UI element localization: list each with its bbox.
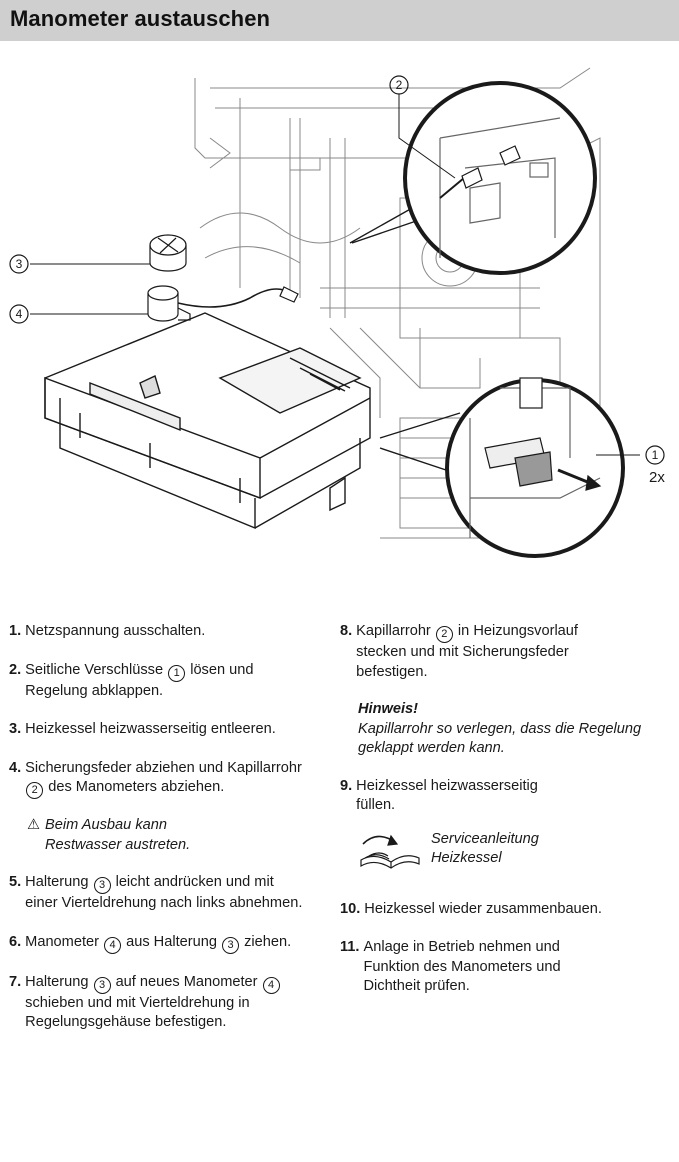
svg-text:4: 4	[16, 307, 23, 321]
callout-4: 4	[9, 304, 29, 324]
callout-3: 3	[9, 254, 29, 274]
ref-circle: 3	[222, 936, 240, 954]
ref-circle: 2	[435, 626, 453, 643]
step-8: 8. Kapillarrohr 2 in Heizungsvorlauf ste…	[340, 623, 578, 680]
step-10: 10. Heizkessel wieder zusammenbauen.	[340, 900, 602, 917]
svg-text:3: 3	[16, 257, 23, 271]
hint-note: Hinweis! Kapillarrohr so verlegen, dass …	[358, 700, 658, 759]
ref-circle: 3	[93, 877, 111, 894]
step-6: 6. Manometer 4 aus Halterung 3 ziehen.	[9, 933, 309, 954]
step-5: 5. Halterung 3 leicht andrücken und mit …	[9, 874, 303, 911]
callout-leaders	[30, 94, 640, 456]
manometer-parts	[147, 234, 299, 322]
ref-circle: 1	[168, 664, 186, 682]
step-3: 3. Heizkessel heizwasserseitig entleeren…	[9, 721, 276, 737]
detail-circle-capillary	[349, 81, 597, 275]
step-9: 9. Heizkessel heizwasserseitig füllen.	[340, 777, 538, 814]
boiler-illustration: 1 2x 2 3 4	[0, 58, 679, 568]
warning-note: ⚠ Beim Ausbau kann Restwasser austreten.	[27, 816, 197, 855]
open-book-icon	[360, 834, 420, 869]
callout-2: 2	[389, 75, 409, 95]
svg-text:1: 1	[652, 448, 659, 462]
step-7: 7. Halterung 3 auf neues Manometer 4 sch…	[9, 973, 309, 1033]
svg-text:2: 2	[396, 78, 403, 92]
step-2: 2. Seitliche Verschlüsse 1 lösen und Reg…	[9, 661, 254, 699]
steps-right-column: 8. Kapillarrohr 2 in Heizungsvorlauf ste…	[340, 622, 670, 997]
controller-housing	[44, 312, 371, 530]
step-4: 4. Sicherungsfeder abziehen und Kapillar…	[9, 759, 309, 799]
step-1: 1. Netzspannung ausschalten.	[9, 623, 206, 639]
hint-body: Kapillarrohr so verlegen, dass die Regel…	[358, 720, 642, 757]
page-title: Manometer austauschen	[10, 6, 271, 31]
steps-left-column: 1. Netzspannung ausschalten. 2. Seitlich…	[9, 622, 309, 1033]
ref-circle: 4	[262, 976, 280, 994]
hint-heading: Hinweis!	[358, 701, 419, 717]
ref-circle: 2	[26, 782, 44, 799]
step-11: 11. Anlage in Betrieb nehmen und Funktio…	[340, 939, 561, 994]
ref-circle: 4	[104, 936, 122, 954]
callout-1: 1 2x	[645, 445, 665, 486]
service-manual-reference: Serviceanleitung Heizkessel	[355, 830, 670, 872]
detail-circle-latch	[379, 377, 625, 558]
svg-text:2x: 2x	[649, 469, 665, 486]
title-bar: Manometer austauschen	[0, 0, 679, 41]
warning-triangle-icon: ⚠	[27, 817, 41, 833]
ref-circle: 3	[93, 976, 111, 994]
